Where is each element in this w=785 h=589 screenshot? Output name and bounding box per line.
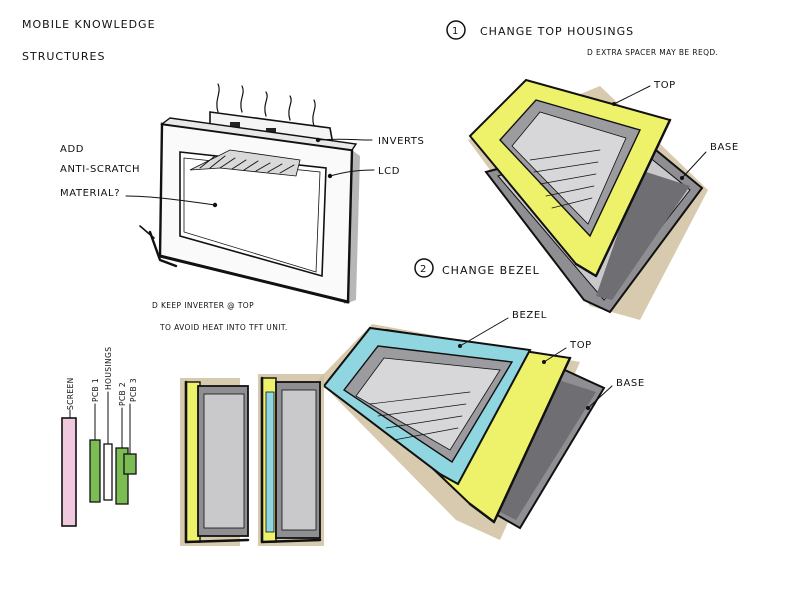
option-2-title: Change Bezel [442, 264, 540, 277]
title-line-1: Mobile Knowledge [22, 18, 156, 31]
option-1-exploded-sketch [468, 78, 708, 320]
label-option-1-top: Top [653, 80, 676, 91]
label-option-2-base: Base [616, 378, 645, 389]
section-profile-left [180, 378, 250, 546]
option-1-circle [446, 20, 466, 40]
option-2-exploded-sketch [318, 317, 613, 540]
layer-stack-sketch [61, 391, 137, 527]
label-lcd: LCD [378, 166, 400, 177]
option-1-heading: 1 Change Top Housings D Extra spacer may… [446, 20, 718, 57]
stack-housings-layer [103, 443, 113, 501]
title-line-2: Structures [22, 50, 105, 63]
label-option-1-base: Base [710, 142, 739, 153]
label-option-2-top: Top [569, 340, 592, 351]
option-1-title: Change Top Housings [480, 25, 634, 38]
stack-pcb-1-layer [89, 439, 101, 503]
option-2-heading: 2 Change Bezel [414, 258, 540, 278]
stack-pcb-3-layer [123, 453, 137, 475]
label-inverts: Inverts [378, 136, 424, 147]
inverter-note-line-1: D Keep inverter @ top [152, 301, 254, 310]
stack-screen-layer [61, 417, 77, 527]
option-1-note: D Extra spacer may be reqd. [587, 48, 718, 57]
stack-label-housings: Housings [104, 347, 113, 390]
label-option-2-bezel: Bezel [512, 310, 547, 321]
label-add-line-3: Material? [60, 188, 120, 199]
option-1-number: 1 [452, 26, 459, 37]
inverter-note-line-2: to avoid heat into TFT unit. [159, 323, 288, 332]
stack-label-pcb-3: PCB 3 [129, 378, 138, 402]
label-add-line-1: Add [60, 144, 84, 155]
label-add-line-2: Anti-scratch [60, 164, 140, 175]
stack-label-pcb-1: PCB 1 [91, 378, 100, 402]
main-tablet-sketch [125, 83, 375, 304]
stack-label-screen: Screen [66, 377, 75, 410]
option-2-number: 2 [420, 264, 427, 275]
stack-label-pcb-2: PCB 2 [118, 382, 127, 406]
section-profile-right [258, 374, 324, 546]
option-2-circle [414, 258, 434, 278]
